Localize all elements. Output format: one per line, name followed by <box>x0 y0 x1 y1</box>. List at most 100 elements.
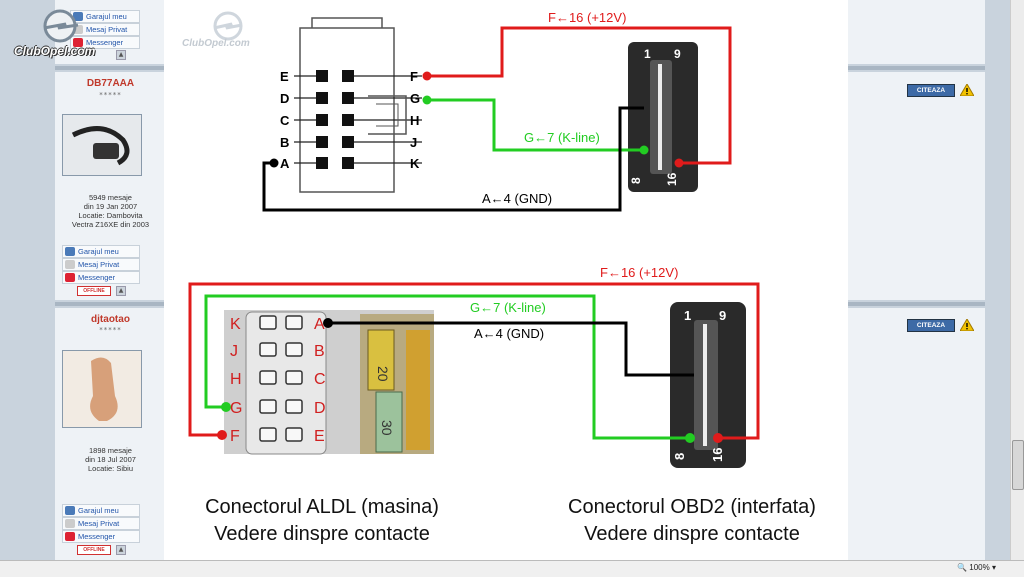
aldl-pin <box>316 114 328 126</box>
car-icon <box>65 247 75 256</box>
scroll-up-button[interactable]: ▲ <box>116 286 126 296</box>
warning-icon[interactable] <box>960 84 974 96</box>
vertical-scrollbar[interactable] <box>1010 0 1024 560</box>
wire-g-kline <box>427 98 644 152</box>
aldl-photo-pin <box>285 427 303 442</box>
messenger-link[interactable]: Messenger <box>62 271 140 284</box>
garage-link[interactable]: Garajul meu <box>62 504 140 517</box>
garage-link[interactable]: Garajul meu <box>70 10 140 23</box>
aldl-pin-grid <box>294 70 422 169</box>
messenger-icon <box>73 38 83 47</box>
scrollbar-thumb[interactable] <box>1012 440 1024 490</box>
aldl-photo-pin <box>259 427 277 442</box>
aldl-pin <box>316 136 328 148</box>
obd2-pin-number: 8 <box>629 177 643 184</box>
site-logo[interactable]: ClubOpel.com <box>14 8 114 60</box>
status-bar: 🔍 100% ▾ <box>0 560 1024 577</box>
aldl-pin <box>342 136 354 148</box>
aldl-pin <box>342 114 354 126</box>
car-icon <box>73 12 83 21</box>
aldl-photo-pin-label: G <box>230 400 242 417</box>
aldl-pin <box>342 70 354 82</box>
offline-badge: OFFLINE <box>77 545 111 555</box>
post-actions-column <box>840 0 985 64</box>
aldl-pin <box>342 157 354 169</box>
private-message-link[interactable]: Mesaj Privat <box>62 517 140 530</box>
username[interactable]: DB77AAA <box>86 78 135 89</box>
private-message-link[interactable]: Mesaj Privat <box>62 258 140 271</box>
watermark-text: ClubOpel.com <box>182 38 250 49</box>
aldl-pin-label: G <box>410 91 420 106</box>
clubopel-watermark-icon <box>213 11 243 41</box>
obd2-pin-number: 16 <box>710 448 725 462</box>
envelope-icon <box>73 25 83 34</box>
wire-a-gnd <box>262 106 644 212</box>
aldl-pin-label: K <box>410 156 420 171</box>
aldl-photo-pin-label: A <box>314 316 325 333</box>
user-rank-stars: ***** <box>99 91 122 99</box>
private-message-link[interactable]: Mesaj Privat <box>70 23 140 36</box>
obd2-caption: Conectorul OBD2 (interfata) Vedere dinsp… <box>534 494 850 548</box>
scroll-up-button[interactable]: ▲ <box>116 50 126 60</box>
aldl-connector-outline <box>299 27 395 193</box>
quote-button[interactable]: CITEAZA <box>907 84 955 97</box>
username[interactable]: djtaotao <box>91 314 130 325</box>
scroll-up-button[interactable]: ▲ <box>116 545 126 555</box>
wire-g-label: G←7 (K-line) <box>470 300 546 315</box>
obd2-pin-number: 9 <box>719 308 726 323</box>
garage-link[interactable]: Garajul meu <box>62 245 140 258</box>
aldl-pin-label: J <box>410 135 417 150</box>
figure-avatar-image <box>63 351 141 427</box>
avatar <box>62 114 142 176</box>
aldl-pin-label: B <box>280 135 289 150</box>
zoom-level[interactable]: 🔍 100% ▾ <box>957 563 996 572</box>
aldl-latch <box>368 95 407 135</box>
aldl-photo-pin <box>259 342 277 357</box>
site-logo-text: ClubOpel.com <box>14 44 96 58</box>
aldl-photo-pin <box>259 399 277 414</box>
opel-logo-icon <box>43 9 79 43</box>
aldl-photo-pin-label: F <box>230 428 240 445</box>
messenger-icon <box>65 532 75 541</box>
messenger-link[interactable]: Messenger <box>62 530 140 543</box>
aldl-photo-pin <box>285 370 303 385</box>
aldl-pin-label: A <box>280 156 290 171</box>
aldl-caption: Conectorul ALDL (masina) Vedere dinspre … <box>164 494 480 548</box>
quote-button[interactable]: CITEAZA <box>907 319 955 332</box>
obd2-pin-number: 9 <box>674 47 681 61</box>
aldl-pin-label: E <box>280 69 289 84</box>
aldl-photo-pin <box>285 315 303 330</box>
aldl-caption-line2: Vedere dinspre contacte <box>214 523 430 545</box>
wire-a-gnd-bottom <box>328 321 694 377</box>
wire-a-label: A←4 (GND) <box>482 191 552 206</box>
envelope-icon <box>65 260 75 269</box>
aldl-pin <box>316 70 328 82</box>
obd2-pin-number: 8 <box>672 453 687 460</box>
aldl-pin <box>342 92 354 104</box>
aldl-photo-pin-label: E <box>314 428 325 445</box>
avatar <box>62 350 142 428</box>
obd2-pin-number: 1 <box>644 47 651 61</box>
obd2-pin-number: 1 <box>684 308 691 323</box>
aldl-photo-pin-label: D <box>314 400 326 417</box>
aldl-pin-label: F <box>410 69 418 84</box>
aldl-photo-pin-grid <box>259 315 303 442</box>
messenger-link[interactable]: Messenger <box>70 36 140 49</box>
obd2-caption-line2: Vedere dinspre contacte <box>584 523 800 545</box>
wire-f-12v-bottom <box>188 282 760 440</box>
wire-f-label: F←16 (+12V) <box>548 10 626 25</box>
post-actions-column <box>840 72 985 300</box>
obd2-pin-number: 16 <box>665 172 679 186</box>
offline-badge: OFFLINE <box>77 286 111 296</box>
aldl-pin-label: H <box>410 113 419 128</box>
messenger-icon <box>65 273 75 282</box>
aldl-photo-pin-label: H <box>230 371 242 388</box>
obd-cable-avatar-image <box>63 115 141 175</box>
user-rank-stars: ***** <box>99 326 122 334</box>
aldl-photo-pin-label: B <box>314 343 325 360</box>
fuse-label: 20 <box>375 366 391 382</box>
warning-icon[interactable] <box>960 319 974 331</box>
wire-f-12v <box>427 26 732 165</box>
wire-a-label: A←4 (GND) <box>474 326 544 341</box>
